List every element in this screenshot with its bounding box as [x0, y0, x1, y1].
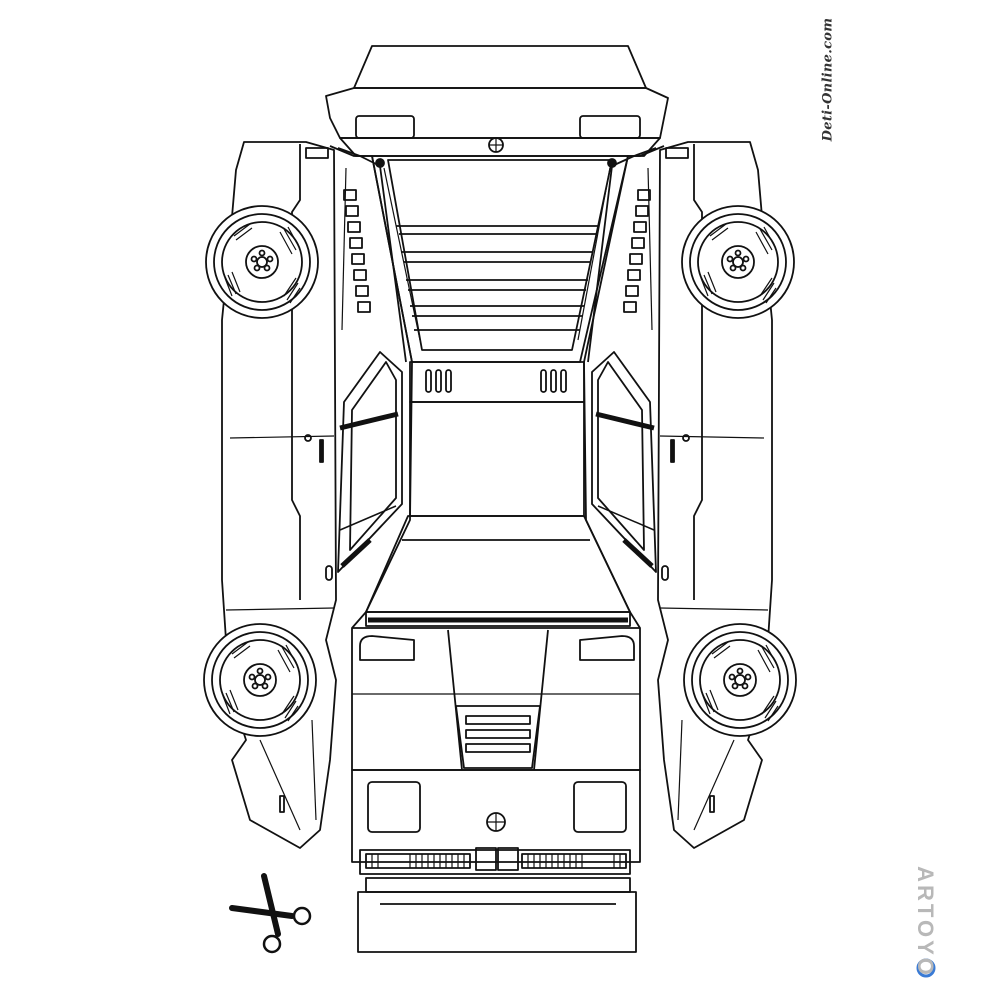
- site-watermark: Deti-Online.com: [808, 14, 848, 144]
- brand-watermark-text: ARTOYO: [913, 866, 938, 978]
- brand-logo-dot: [916, 958, 936, 978]
- engine-deck: [371, 155, 629, 363]
- scissors-icon: [229, 873, 312, 954]
- site-watermark-text: Deti-Online.com: [820, 17, 836, 141]
- rear-flap: [325, 45, 669, 157]
- wheel-front-right: [683, 623, 797, 737]
- right-side-body: [657, 141, 773, 849]
- front-panel: [351, 769, 641, 953]
- car-emblem-icon: [486, 812, 506, 832]
- brand-watermark: ARTOYO: [908, 862, 942, 982]
- car-emblem-icon: [488, 137, 504, 153]
- left-side-slope: [329, 145, 413, 629]
- left-side-body: [221, 141, 337, 849]
- front-hood: [351, 627, 641, 771]
- central-strip: [325, 45, 669, 953]
- wheel-front-left: [203, 623, 317, 737]
- roof: [409, 361, 585, 517]
- wheel-rear-right: [681, 205, 795, 319]
- windshield: [365, 515, 631, 627]
- wheel-rear-left: [205, 205, 319, 319]
- right-side-slope: [583, 145, 665, 629]
